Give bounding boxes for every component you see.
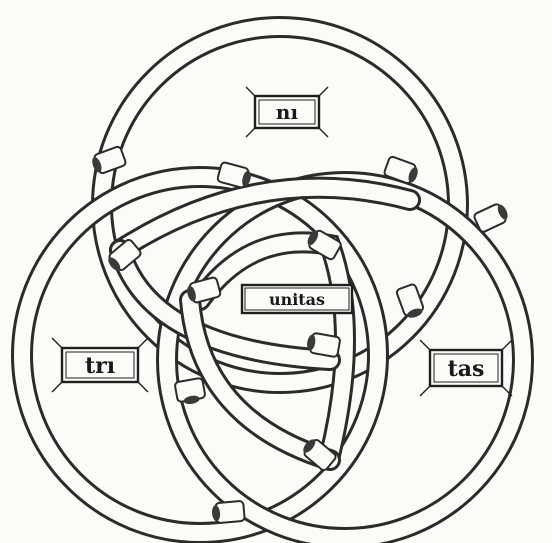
cuff bbox=[473, 201, 510, 233]
label-top: nı bbox=[246, 87, 328, 137]
label-right-text: tas bbox=[448, 356, 485, 382]
cuff bbox=[211, 501, 245, 524]
label-right: tas bbox=[420, 340, 512, 396]
label-center-text: unitas bbox=[269, 290, 325, 309]
label-center: unitas bbox=[242, 285, 352, 313]
label-left: trı bbox=[52, 338, 148, 392]
cuff bbox=[174, 378, 206, 406]
label-top-text: nı bbox=[276, 100, 299, 124]
label-left-text: trı bbox=[85, 353, 115, 379]
